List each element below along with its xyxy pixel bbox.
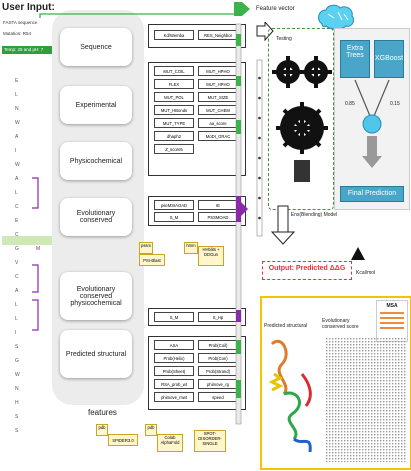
weight-xgboost: 0.15 [390, 101, 400, 107]
label-evolutionary-score: Evolutionary conserved score [322, 318, 359, 330]
feature-cell: MUT_HBonds [154, 105, 194, 115]
residue-mutant: M [36, 246, 41, 252]
tag-pdb-2: pdb [145, 424, 157, 436]
residue-letter: S [15, 428, 19, 434]
tag-pdb-1: pdb [96, 424, 108, 436]
final-prediction: Final Prediction [340, 186, 404, 202]
feature-vector-dots [256, 59, 263, 237]
residue-letter: S [15, 414, 19, 420]
residue-letter: N [15, 106, 19, 112]
residue-letter: L [15, 302, 18, 308]
tool-psi-blast: PSI-Blast [139, 254, 165, 266]
category-predicted-structural: Predicted structural [60, 330, 132, 378]
feature-cell: S_M [154, 212, 194, 222]
category-sequence: Sequence [60, 28, 132, 66]
residue-letter: V [15, 260, 19, 266]
residue-letter: I [15, 148, 17, 154]
output-box: Output: Predicted ΔΔG [262, 261, 352, 280]
features-label: features [88, 408, 117, 417]
conservation-score-matrix [326, 338, 406, 462]
feature-cell: Prob(Sheet) [154, 366, 194, 376]
residue-letter: W [15, 372, 20, 378]
tool-spot-disorder: SPOT-DISORDER-SINGLE [194, 430, 226, 452]
input-line-temp: Temp: 25 and pH: 7 [2, 46, 52, 54]
warning-icon [351, 247, 365, 260]
down-arrow [270, 205, 296, 245]
feature-cell: dhaph2 [154, 131, 194, 141]
feature-vector-bars [234, 2, 250, 425]
feature-cell: Z_score5 [154, 144, 194, 154]
msa-label: MSA [386, 303, 398, 309]
user-input-title: User Input: [2, 2, 55, 13]
msa-box: MSA [376, 300, 408, 342]
category-physicochemical: Physicochemical [60, 142, 132, 180]
gears-icon [272, 56, 332, 182]
residue-letter: G [15, 358, 19, 364]
tag-hmm: hmm [184, 242, 198, 254]
input-arrow [39, 13, 236, 18]
feature-cell: FLEX [154, 79, 194, 89]
residue-letter: A [15, 134, 19, 140]
tool-hhblits-ddgun: HHblits + DDGun [198, 246, 224, 266]
sequence-column: E L N W A I W A L C E C G M V C A L L I S G W N H S S [12, 78, 46, 448]
residue-letter: S [15, 344, 19, 350]
feature-cell: MUT_POL [154, 92, 194, 102]
mutation-highlight [2, 236, 52, 245]
residue-letter: N [15, 386, 19, 392]
brain-icon [318, 4, 355, 30]
residue-letter: L [15, 92, 18, 98]
input-line-fasta: FASTA sequence [3, 20, 38, 25]
input-line-mutation: Mutation: R54 [3, 31, 32, 36]
feature-cell: pseMSIAOAD [154, 200, 194, 210]
residue-letter: H [15, 400, 19, 406]
residue-letter: L [15, 190, 18, 196]
ensemble-label: Ens(Blending) Model [290, 212, 338, 218]
category-evolutionary-physicochemical: Evolutionary conserved physicochemical [60, 272, 132, 320]
feature-cell: phimove_mwt [154, 392, 194, 402]
residue-letter: W [15, 120, 20, 126]
feature-cell: MUT_TYPE [154, 118, 194, 128]
category-experimental: Experimental [60, 86, 132, 124]
tool-spider3: SPIDER3.0 [108, 434, 138, 446]
residue-letter: W [15, 162, 20, 168]
residue-letter: C [15, 274, 19, 280]
residue-letter: C [15, 204, 19, 210]
tool-colab-alphafold: Colab AlphaFold [157, 434, 183, 452]
residue-letter: A [15, 176, 19, 182]
weight-extra-trees: 0.85 [345, 101, 355, 107]
model-xgboost: XGBoost [374, 40, 404, 78]
tag-pssm: pssm [139, 242, 153, 254]
category-evolutionary: Evolutionary conserved [60, 198, 132, 236]
residue-letter: E [15, 218, 19, 224]
residue-letter: G [15, 246, 19, 252]
blending-arrows [354, 79, 390, 168]
residue-letter: L [15, 316, 18, 322]
sequence-bracket-marks [32, 177, 39, 331]
protein-structure-image [268, 340, 312, 453]
residue-letter: A [15, 288, 19, 294]
feature-cell: S_M [154, 312, 194, 322]
feature-cell: MUT_COIL [154, 66, 194, 76]
testing-label: Testing [276, 36, 292, 42]
feature-cell: RSA_prob_wt [154, 379, 194, 389]
residue-letter: C [15, 232, 19, 238]
feature-cell: Prob(Helix) [154, 353, 194, 363]
testing-box [268, 28, 334, 210]
residue-letter: I [15, 330, 17, 336]
label-predicted-structural: Predicted structural [264, 323, 308, 329]
model-extra-trees: Extra Trees [340, 40, 370, 78]
feature-cell: ASA [154, 340, 194, 350]
feature-cell: Kd/Wemba [154, 30, 194, 40]
feature-vector-arrow [256, 22, 274, 42]
units-label: Kcal/mol [356, 270, 376, 276]
feature-vector-label: Feature vector [256, 6, 295, 12]
residue-letter: E [15, 78, 19, 84]
